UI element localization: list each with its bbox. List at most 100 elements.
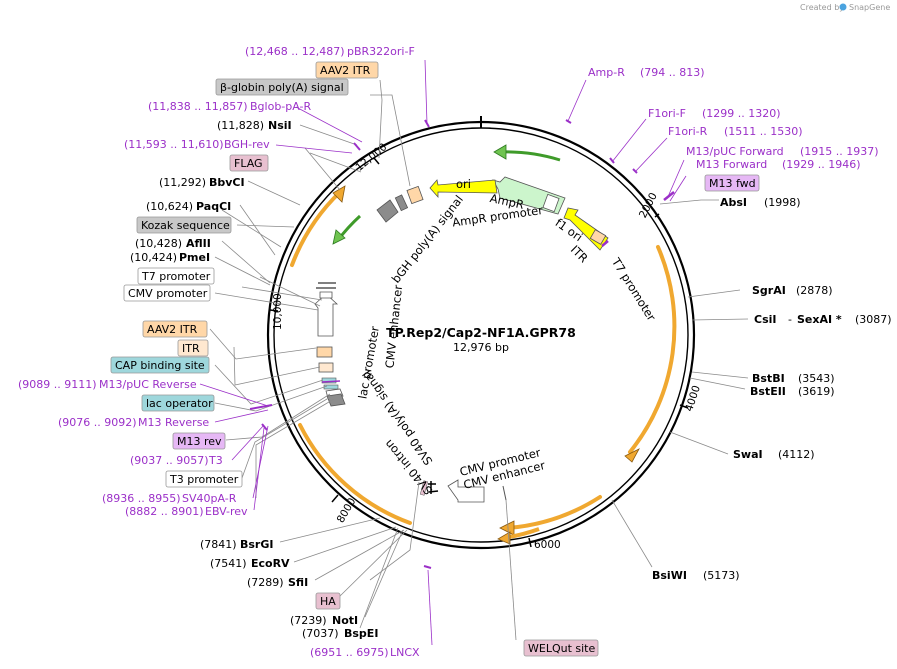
primer-m13-forward-pos: (1929 .. 1946) xyxy=(782,158,861,171)
feature-m13-fwd: M13 fwd xyxy=(709,177,756,190)
enzyme-csii-name: CsiI xyxy=(754,313,776,326)
primer-pbr322ori-f-name: pBR322ori-F xyxy=(347,45,415,58)
itr-right-box xyxy=(589,229,607,245)
enzyme-absi-pos: (1998) xyxy=(764,196,801,209)
feature-t7-promoter: T7 promoter xyxy=(141,270,211,283)
orf-arrows xyxy=(290,185,677,545)
primer-f1ori-r-name: F1ori-R xyxy=(668,125,708,138)
primer-m13-puc-forward-pos: (1915 .. 1937) xyxy=(800,145,879,158)
enzyme-bspei-name: BspEI xyxy=(344,627,378,640)
ori-arrow xyxy=(429,179,498,199)
itr-inner-label: ITR xyxy=(568,242,591,265)
feature-bglobin-polya: β-globin poly(A) signal xyxy=(220,81,344,94)
primer-t3-name: T3 xyxy=(208,454,223,467)
enzyme-noti-pos: (7239) xyxy=(290,614,327,627)
enzyme-aflii-pos: (10,428) xyxy=(135,237,182,250)
enzyme-bsiwi-name: BsiWI xyxy=(652,569,687,582)
primer-f1ori-f-name: F1ori-F xyxy=(648,107,686,120)
primer-ebv-rev-name: EBV-rev xyxy=(205,505,248,518)
enzyme-sgrai-pos: (2878) xyxy=(796,284,833,297)
inner-features xyxy=(314,144,609,503)
feature-cmv-promoter: CMV promoter xyxy=(128,287,208,300)
tick-label-12000: 12,000 xyxy=(354,141,390,174)
enzyme-bsteii-name: BstEII xyxy=(750,385,786,398)
primer-f1ori-r-pos: (1511 .. 1530) xyxy=(724,125,803,138)
ori-label: ori xyxy=(456,177,471,191)
feature-welqut-site: WELQut site xyxy=(528,642,595,655)
enzyme-pmei-pos: (10,424) xyxy=(130,251,177,264)
plasmid-name: TP.Rep2/Cap2-NF1A.GPR78 xyxy=(386,325,576,340)
ampr-promoter-label: AmpR promoter xyxy=(451,203,544,230)
primer-sv40pa-r-pos: (8936 .. 8955) xyxy=(102,492,181,505)
tick-label-10000: 10,000 xyxy=(272,293,284,330)
enzyme-sfii-name: SfiI xyxy=(288,576,308,589)
primer-m13-puc-reverse-pos: (9089 .. 9111) xyxy=(18,378,97,391)
primer-m13-puc-forward-name: M13/pUC Forward xyxy=(686,145,784,158)
credit-text: Created by xyxy=(800,3,844,12)
feature-kozak: Kozak sequence xyxy=(141,219,230,232)
enzyme-sfii-pos: (7289) xyxy=(247,576,284,589)
aav2-itr-left-box xyxy=(316,346,333,358)
feature-flag: FLAG xyxy=(234,157,263,170)
primer-leaders xyxy=(199,59,687,646)
primer-amp-r-name: Amp-R xyxy=(588,66,625,79)
primer-lncx-pos: (6951 .. 6975) xyxy=(310,646,389,659)
primer-amp-r-pos: (794 .. 813) xyxy=(640,66,705,79)
enzyme-bstbi-pos: (3543) xyxy=(798,372,835,385)
enzyme-swai-name: SwaI xyxy=(733,448,763,461)
enzyme-bbvci-pos: (11,292) xyxy=(159,176,206,189)
enzyme-paqci-name: PaqCI xyxy=(196,200,231,213)
primer-lncx-name: LNCX xyxy=(390,646,420,659)
enzyme-bsiwi-pos: (5173) xyxy=(703,569,740,582)
enzyme-aflii-name: AflII xyxy=(186,237,211,250)
feature-lac-operator: lac operator xyxy=(146,397,213,410)
enzyme-pmei-name: PmeI xyxy=(179,251,210,264)
primer-m13-reverse-pos: (9076 .. 9092) xyxy=(58,416,137,429)
feature-m13-rev: M13 rev xyxy=(177,435,222,448)
primer-f1ori-f-pos: (1299 .. 1320) xyxy=(702,107,781,120)
primer-bglob-pa-r-name: Bglob-pA-R xyxy=(250,100,312,113)
bgh-polya-box xyxy=(376,199,399,223)
primer-m13-puc-reverse-name: M13/pUC Reverse xyxy=(99,378,197,391)
primer-m13-forward-name: M13 Forward xyxy=(696,158,767,171)
enzyme-sexai-name: SexAI * xyxy=(797,313,842,326)
primer-ebv-rev-pos: (8882 .. 8901) xyxy=(125,505,204,518)
credit-brand: SnapGene xyxy=(849,3,890,12)
enzyme-ecorv-pos: (7541) xyxy=(210,557,247,570)
enzyme-bbvci-name: BbvCI xyxy=(209,176,245,189)
enzyme-nsii-pos: (11,828) xyxy=(217,119,264,132)
leader-lines xyxy=(209,79,749,641)
tick-label-8000: 8000 xyxy=(335,496,359,525)
enzyme-ecorv-name: EcoRV xyxy=(251,557,290,570)
enzyme-noti-name: NotI xyxy=(332,614,358,627)
svg-text:-: - xyxy=(788,313,792,326)
enzyme-bstbi-name: BstBI xyxy=(752,372,785,385)
primer-bgh-rev-name: BGH-rev xyxy=(224,138,270,151)
feature-itr: ITR xyxy=(182,342,200,355)
feature-ha: HA xyxy=(320,595,336,608)
enzyme-absi-name: AbsI xyxy=(720,196,747,209)
feature-cap-binding-site: CAP binding site xyxy=(115,359,205,372)
feature-t3-promoter: T3 promoter xyxy=(169,473,239,486)
primer-bglob-pa-r-pos: (11,838 .. 11,857) xyxy=(148,100,248,113)
enzyme-bsteii-pos: (3619) xyxy=(798,385,835,398)
feature-aav2-itr-left: AAV2 ITR xyxy=(147,323,198,336)
t7-promoter-inner-label: T7 promoter xyxy=(608,255,658,324)
primer-m13-reverse-name: M13 Reverse xyxy=(138,416,209,429)
enzyme-nsii-name: NsiI xyxy=(268,119,292,132)
cmv-enhancer-left-arrow xyxy=(314,293,339,337)
enzyme-bsrgi-pos: (7841) xyxy=(200,538,237,551)
feature-aav2-itr-top: AAV2 ITR xyxy=(320,64,371,77)
primer-t3-pos: (9037 .. 9057) xyxy=(130,454,209,467)
enzyme-bsrgi-name: BsrGI xyxy=(240,538,273,551)
aav2-itr-top-box xyxy=(406,185,424,205)
ampr-label: AmpR xyxy=(489,191,526,212)
primer-bgh-rev-pos: (11,593 .. 11,610) xyxy=(124,138,224,151)
enzyme-swai-pos: (4112) xyxy=(778,448,815,461)
snapgene-logo-icon xyxy=(839,3,847,11)
plasmid-length: 12,976 bp xyxy=(453,341,509,354)
primer-pbr322ori-f-pos: (12,468 .. 12,487) xyxy=(245,45,345,58)
enzyme-sgrai-name: SgrAI xyxy=(752,284,786,297)
tick-label-6000: 6000 xyxy=(534,539,561,551)
